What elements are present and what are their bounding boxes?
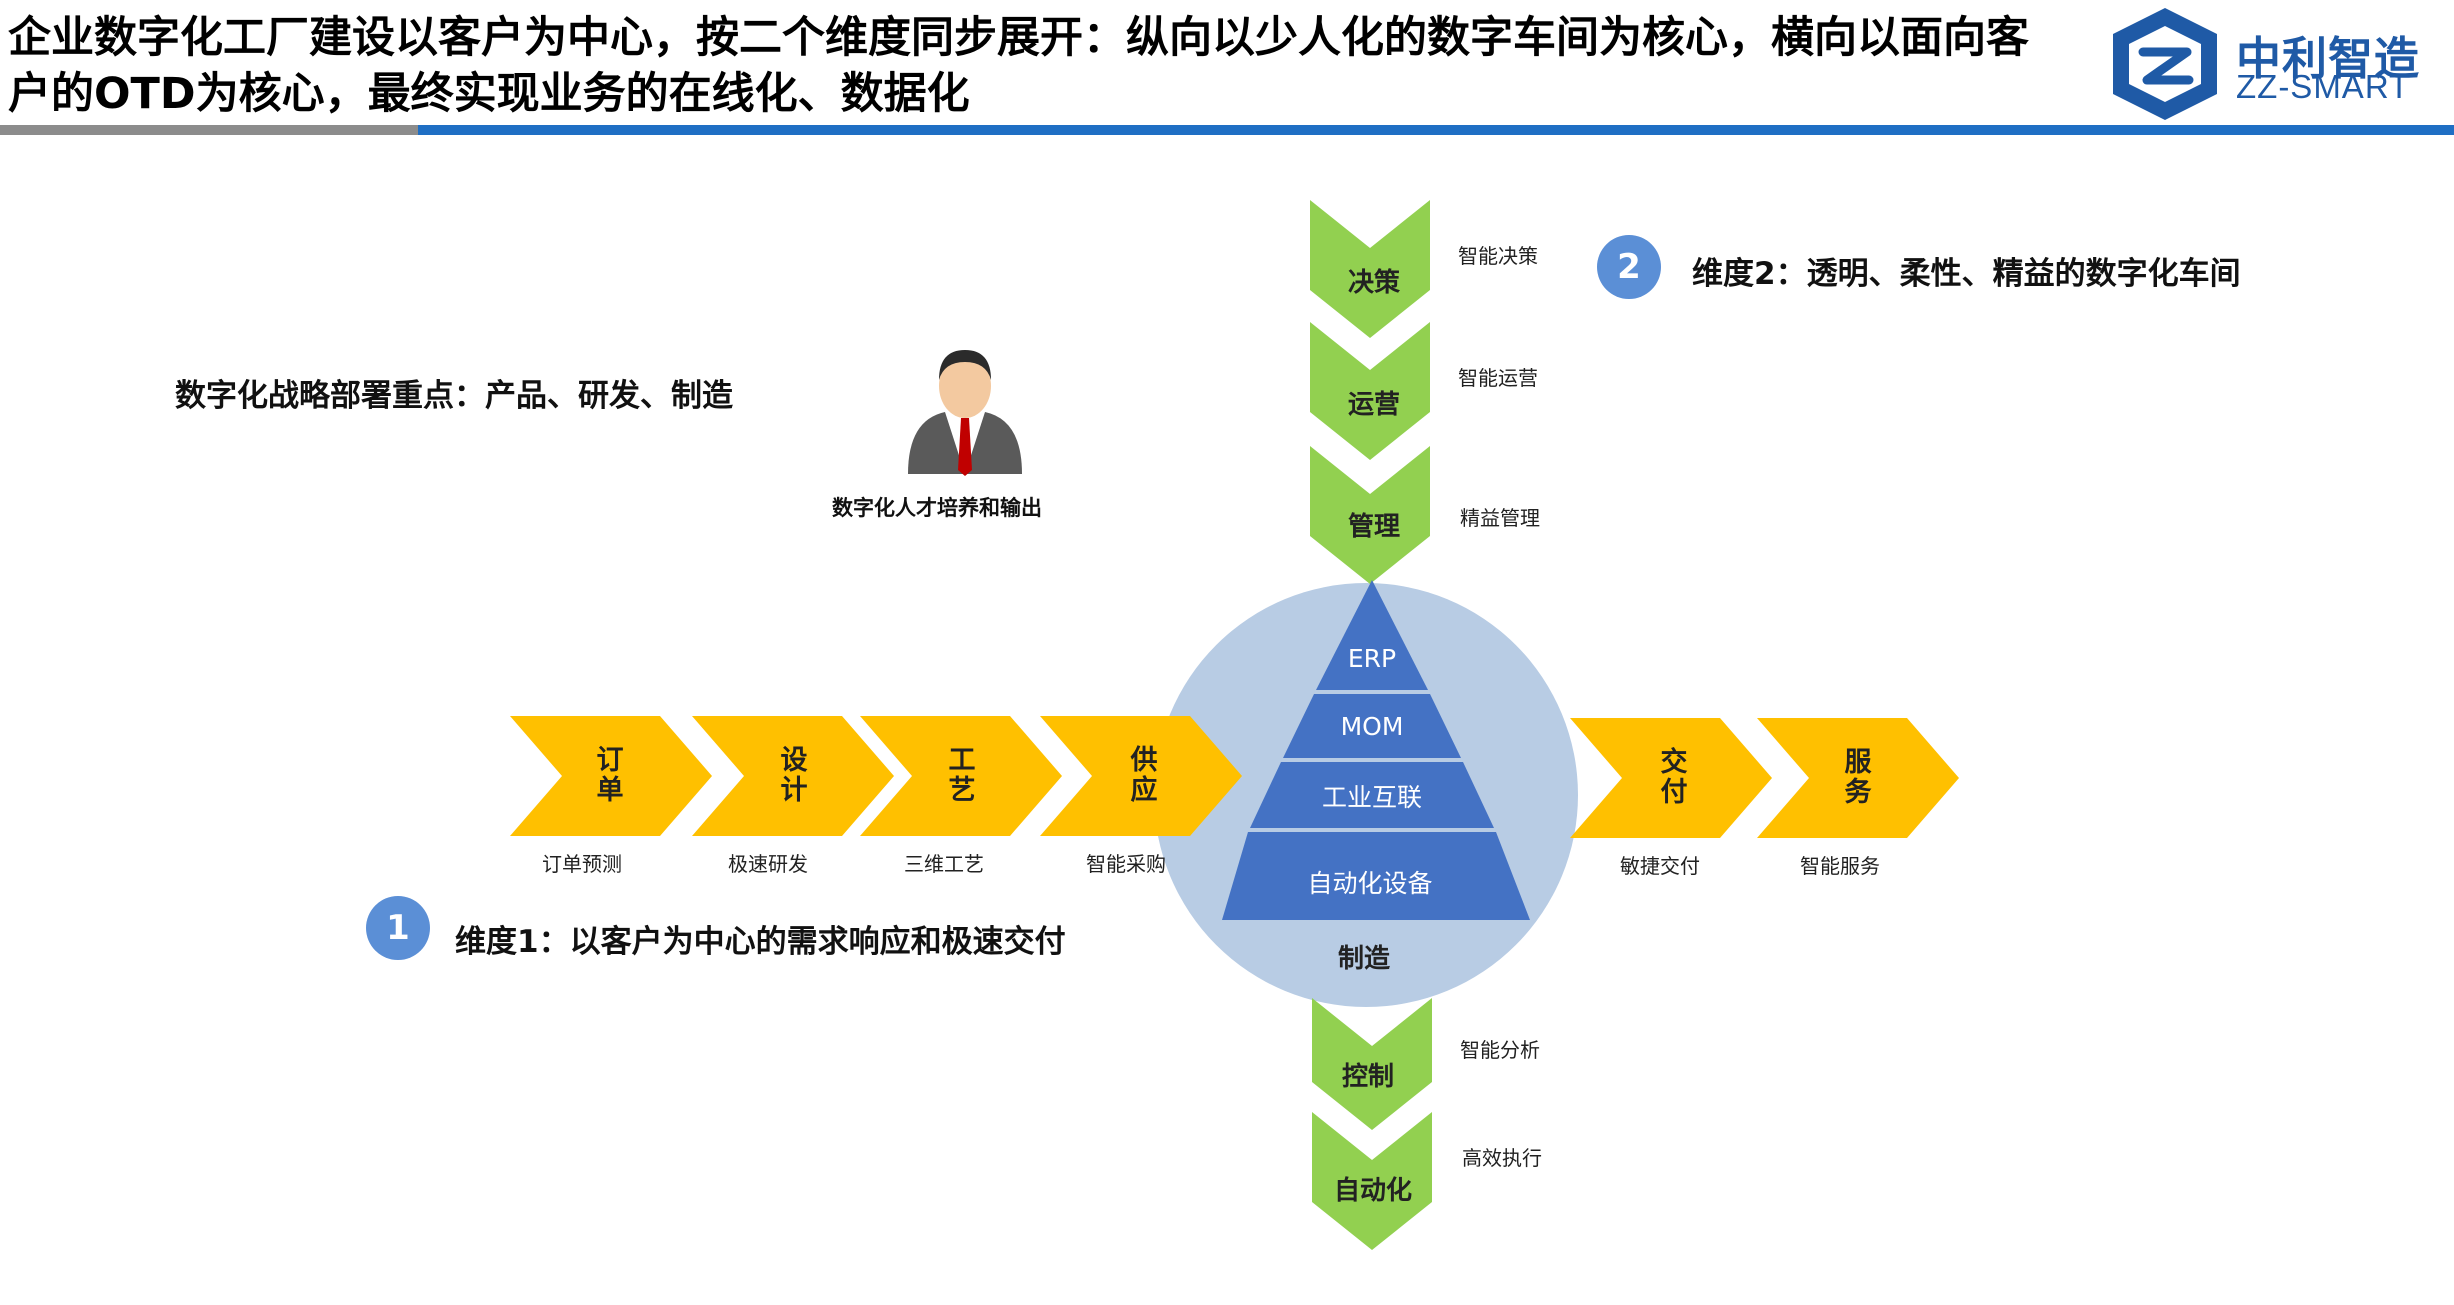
chevron-delivery-label: 交付	[1660, 747, 1688, 808]
chevron-management	[1310, 446, 1430, 584]
strategy-label: 数字化战略部署重点：产品、研发、制造	[175, 378, 733, 414]
talent-label: 数字化人才培养和输出	[832, 496, 1042, 520]
chevron-decision-label: 决策	[1348, 268, 1401, 298]
pyramid-level-mom	[1283, 694, 1461, 758]
chevron-service-label: 服务	[1844, 747, 1872, 808]
dimension2-badge: 2	[1597, 235, 1661, 299]
sub-smart-analysis: 智能分析	[1460, 1038, 1540, 1062]
sub-efficient-execution: 高效执行	[1462, 1146, 1542, 1170]
dimension2-text: 维度2：透明、柔性、精益的数字化车间	[1692, 256, 2241, 292]
person-avatar-icon	[908, 350, 1022, 476]
logo-english-name: ZZ-SMART	[2236, 68, 2411, 105]
chevron-order-label: 订单	[596, 745, 624, 806]
chevron-design-label: 设计	[780, 745, 808, 806]
sub-smart-service: 智能服务	[1800, 854, 1880, 878]
chevron-order	[510, 716, 712, 836]
header-rule-blue	[418, 125, 2454, 135]
page-title: 企业数字化工厂建设以客户为中心，按二个维度同步展开：纵向以少人化的数字车间为核心…	[8, 13, 2029, 119]
chevron-management-label: 管理	[1348, 512, 1401, 542]
chevron-supply-label: 供应	[1130, 745, 1158, 806]
chevron-operation	[1310, 322, 1430, 460]
chevron-service	[1757, 718, 1959, 838]
pyramid-level-erp	[1316, 580, 1428, 690]
chevron-control-label: 控制	[1342, 1062, 1395, 1092]
chevron-operation-label: 运营	[1348, 390, 1401, 420]
chevron-delivery	[1570, 718, 1772, 838]
pyramid-mom-label: MOM	[1340, 712, 1404, 741]
pyramid-erp-label: ERP	[1347, 644, 1397, 673]
chevron-control	[1312, 998, 1432, 1130]
chevron-decision	[1310, 200, 1430, 338]
header-rule-gray	[0, 125, 418, 135]
chevron-automation	[1312, 1112, 1432, 1250]
chevron-supply	[1040, 716, 1242, 836]
chevron-process-label: 工艺	[948, 745, 976, 806]
sub-lean-management: 精益管理	[1460, 506, 1540, 530]
chevron-process	[860, 716, 1062, 836]
sub-rapid-rd: 极速研发	[728, 852, 808, 876]
sub-3d-process: 三维工艺	[904, 852, 984, 876]
pyramid-iiot-label: 工业互联	[1321, 783, 1422, 812]
sub-agile-delivery: 敏捷交付	[1620, 854, 1700, 878]
dimension1-badge: 1	[366, 896, 430, 960]
pyramid-level-iiot	[1250, 762, 1494, 828]
pyramid-level-equipment	[1222, 832, 1530, 920]
sub-smart-procurement: 智能采购	[1086, 852, 1166, 876]
sub-smart-decision: 智能决策	[1458, 244, 1538, 268]
zz-smart-logo	[2113, 8, 2217, 120]
sub-order-forecast: 订单预测	[542, 852, 622, 876]
chevron-automation-label: 自动化	[1334, 1176, 1413, 1206]
sub-smart-operation: 智能运营	[1458, 366, 1538, 390]
manufacturing-label: 制造	[1338, 944, 1391, 974]
chevron-design	[692, 716, 894, 836]
logo-chinese-name: 中利智造	[2236, 32, 2421, 85]
dimension1-text: 维度1：以客户为中心的需求响应和极速交付	[455, 924, 1066, 960]
pyramid-equipment-label: 自动化设备	[1307, 869, 1433, 898]
